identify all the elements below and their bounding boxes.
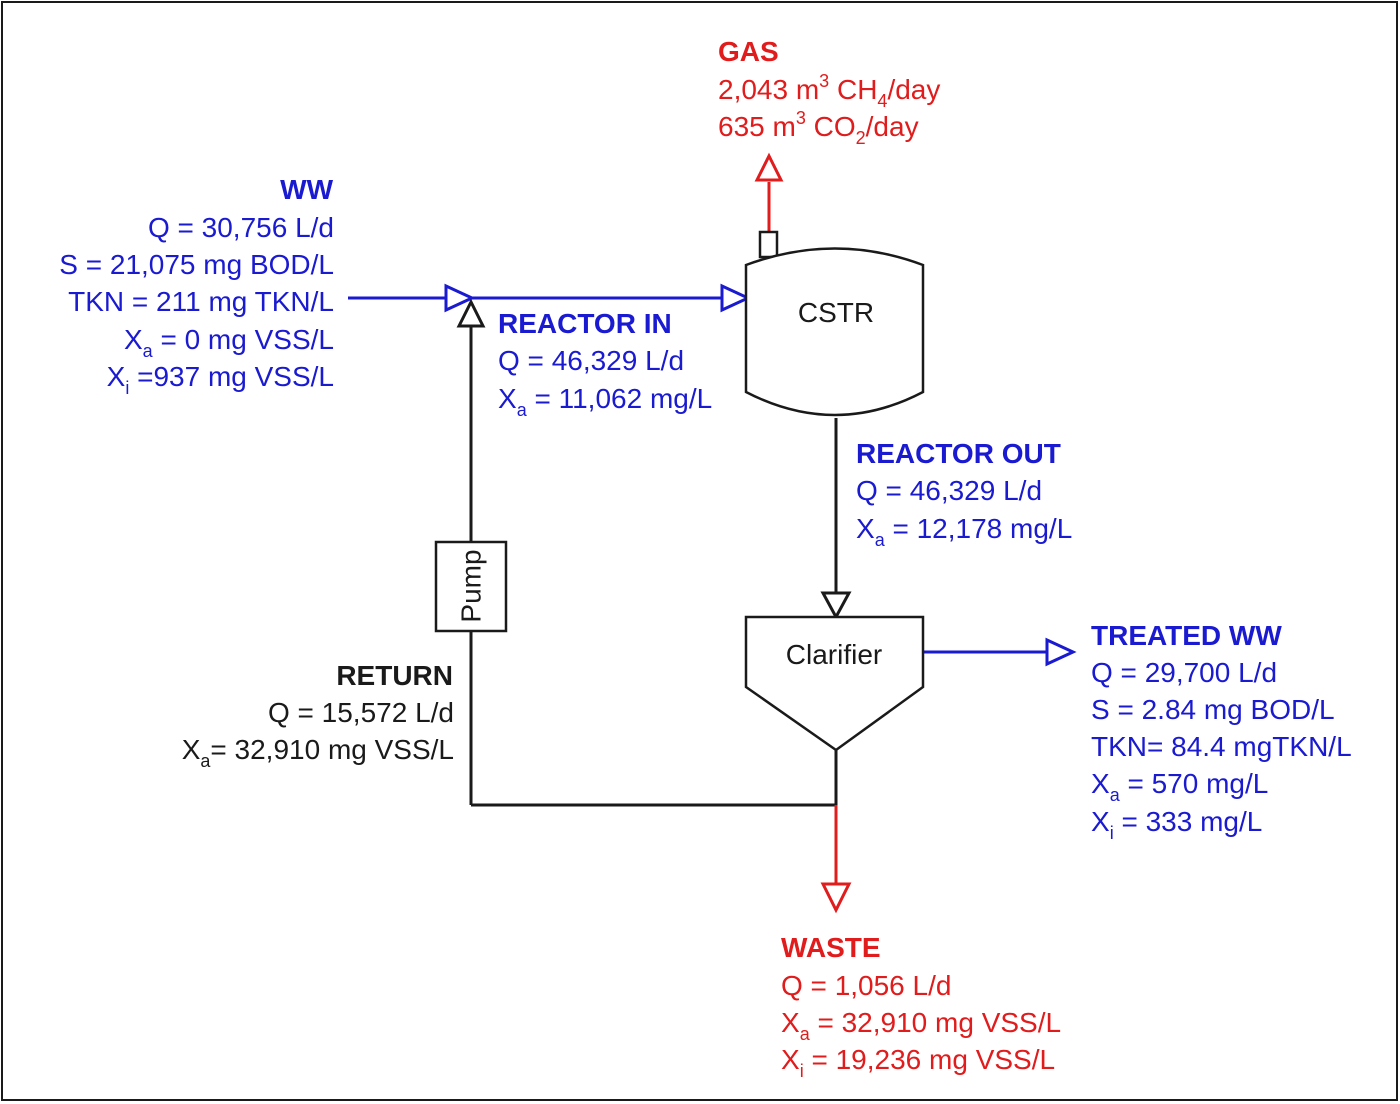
clarifier: Clarifier [744, 615, 925, 752]
treated-ww-tkn: TKN= 84.4 mgTKN/L [1091, 731, 1352, 762]
gas-ch4-line: 2,043 m3 CH4/day [718, 71, 940, 111]
waste-xa: Xa = 32,910 mg VSS/L [781, 1007, 1061, 1044]
waste-arrowhead [820, 882, 852, 914]
cstr-label: CSTR [798, 297, 874, 328]
ww-tkn: TKN = 211 mg TKN/L [68, 286, 334, 317]
ww-s: S = 21,075 mg BOD/L [59, 249, 334, 280]
reactor-out-stream-label: REACTOR OUT Q = 46,329 L/d Xa = 12,178 m… [856, 438, 1072, 550]
treated-ww-stream-label: TREATED WW Q = 29,700 L/d S = 2.84 mg BO… [1091, 620, 1352, 843]
ww-title: WW [280, 174, 333, 205]
ww-xa: Xa = 0 mg VSS/L [124, 324, 334, 361]
return-title: RETURN [336, 660, 453, 691]
process-lines [469, 296, 838, 807]
reactor-in-q: Q = 46,329 L/d [498, 345, 684, 376]
waste-stream-label: WASTE Q = 1,056 L/d Xa = 32,910 mg VSS/L… [781, 932, 1061, 1081]
ww-stream-label: WW Q = 30,756 L/d S = 21,075 mg BOD/L TK… [59, 174, 334, 398]
pump-label: Pump [456, 549, 487, 622]
treated-ww-s: S = 2.84 mg BOD/L [1091, 694, 1335, 725]
reactor-out-arrowhead [820, 591, 852, 621]
return-arrowhead [456, 298, 486, 328]
gas-title: GAS [718, 36, 779, 67]
waste-q: Q = 1,056 L/d [781, 970, 951, 1001]
clarifier-shape [744, 615, 925, 752]
treated-ww-q: Q = 29,700 L/d [1091, 657, 1277, 688]
waste-xi: Xi = 19,236 mg VSS/L [781, 1044, 1055, 1081]
gas-arrowhead [754, 152, 784, 182]
gas-stream-label: GAS 2,043 m3 CH4/day 635 m3 CO2/day [718, 36, 940, 148]
treated-ww-xi: Xi = 333 mg/L [1091, 806, 1262, 843]
blue-streams [348, 296, 1047, 654]
gas-co2-line: 635 m3 CO2/day [718, 108, 919, 148]
clarifier-label: Clarifier [786, 639, 882, 670]
reactor-out-q: Q = 46,329 L/d [856, 475, 1042, 506]
pump-box [434, 540, 508, 633]
return-stream-label: RETURN Q = 15,572 L/d Xa= 32,910 mg VSS/… [182, 660, 454, 771]
treated-ww-title: TREATED WW [1091, 620, 1282, 651]
cstr-shape [744, 247, 925, 417]
return-q: Q = 15,572 L/d [268, 697, 454, 728]
cstr-vessel: CSTR [744, 247, 925, 417]
pump: Pump [434, 540, 508, 633]
ww-q: Q = 30,756 L/d [148, 212, 334, 243]
treated-ww-xa: Xa = 570 mg/L [1091, 768, 1268, 805]
reactor-in-arrowhead [720, 283, 752, 313]
reactor-out-title: REACTOR OUT [856, 438, 1061, 469]
reactor-in-stream-label: REACTOR IN Q = 46,329 L/d Xa = 11,062 mg… [498, 308, 712, 420]
reactor-out-xa: Xa = 12,178 mg/L [856, 513, 1072, 550]
reactor-in-title: REACTOR IN [498, 308, 672, 339]
waste-title: WASTE [781, 932, 881, 963]
gas-nozzle [758, 230, 779, 259]
reactor-in-xa: Xa = 11,062 mg/L [498, 383, 712, 420]
ww-arrowhead [444, 283, 476, 313]
return-xa: Xa= 32,910 mg VSS/L [182, 734, 454, 771]
ww-xi: Xi =937 mg VSS/L [107, 361, 334, 398]
treated-ww-arrowhead [1045, 637, 1077, 667]
